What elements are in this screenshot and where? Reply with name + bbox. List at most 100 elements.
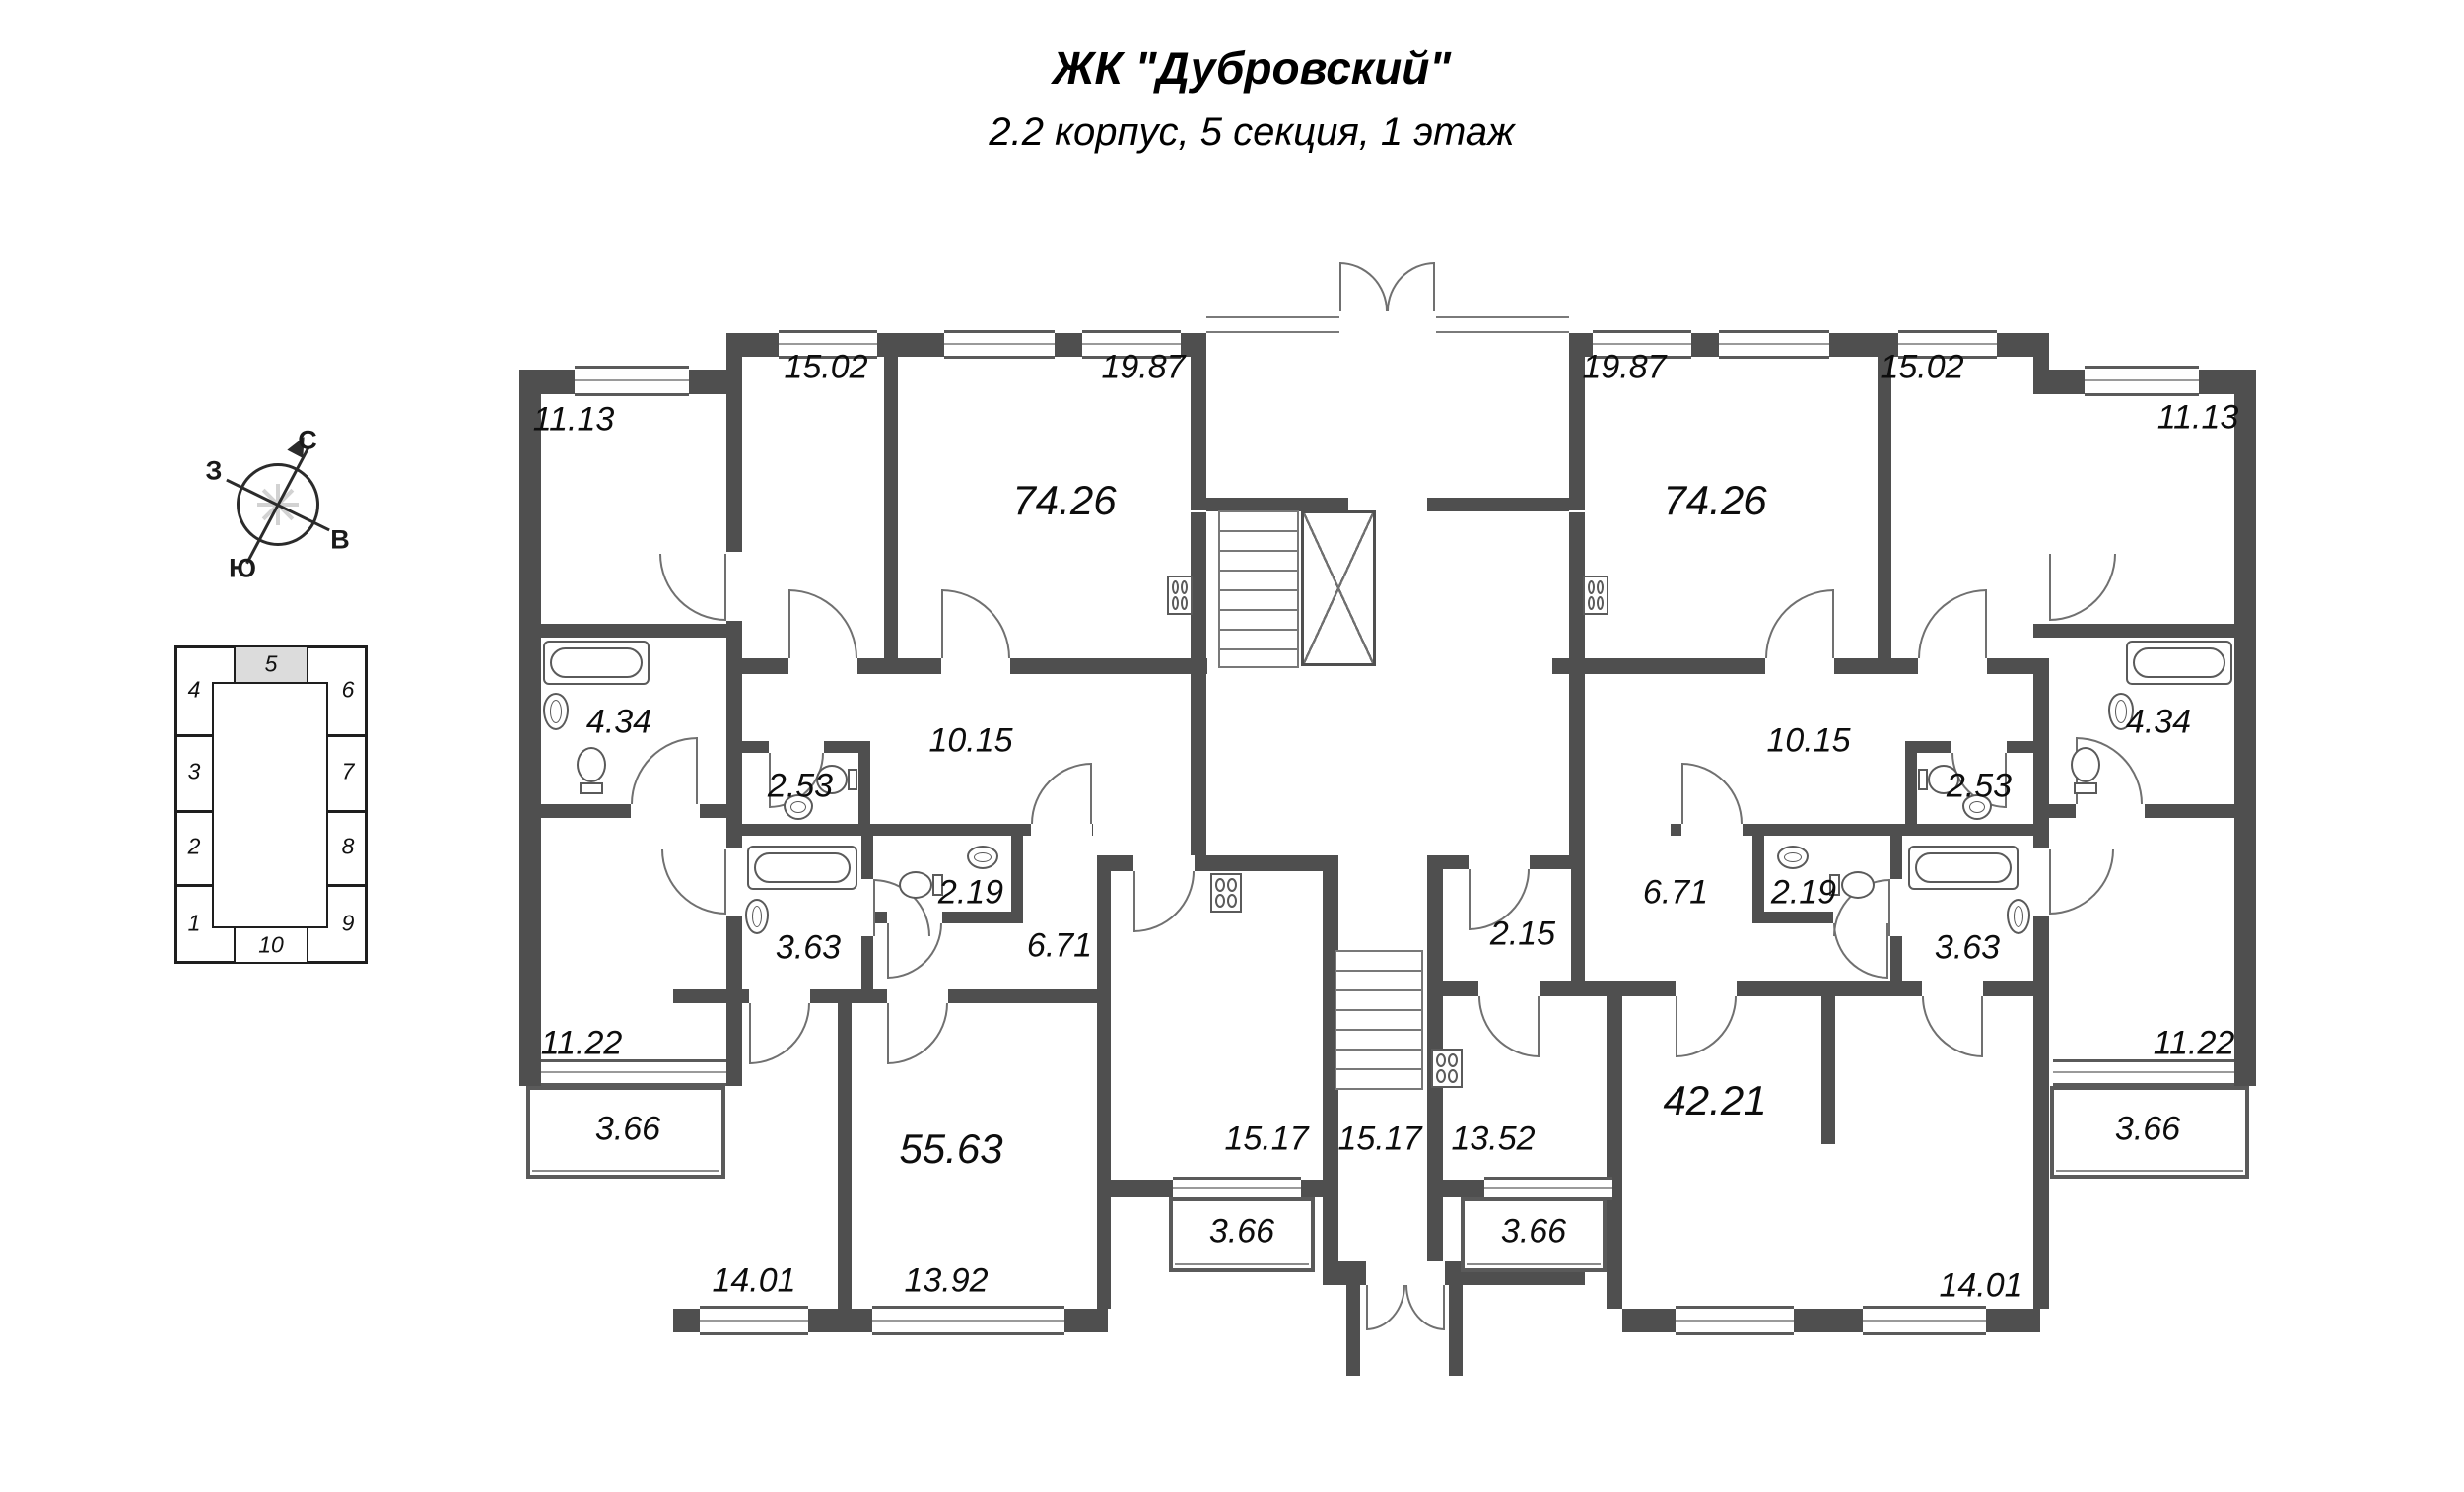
room-label-15.02-left: 15.02 (784, 348, 868, 386)
room-label-2.15-right: 2.15 (1489, 915, 1556, 953)
door-gap (2076, 804, 2145, 818)
balcony-label-3.66-right: 3.66 (2114, 1110, 2181, 1148)
wall (1346, 1285, 1360, 1376)
door-arc (1031, 763, 1092, 824)
key-plan-num-10: 10 (258, 931, 284, 958)
room-label-15.02-right: 15.02 (1880, 348, 1964, 386)
window (541, 1059, 726, 1086)
key-plan-divider (174, 734, 214, 737)
window (2085, 366, 2199, 396)
door-gap (1478, 981, 1540, 996)
door-arc (1918, 589, 1987, 658)
door-gap (887, 989, 948, 1003)
window (2053, 1059, 2234, 1086)
door-arc (631, 737, 698, 804)
balcony (526, 1086, 725, 1179)
wall (1191, 512, 1206, 867)
wall (1878, 333, 1891, 658)
apartment-total-74.26-left: 74.26 (1012, 477, 1117, 523)
toilet (1829, 871, 1875, 899)
entrance-door-leaf (1366, 1285, 1405, 1330)
door-gap (726, 848, 742, 916)
door-gap (788, 658, 857, 674)
door-arc (1676, 996, 1737, 1057)
stove (1583, 576, 1608, 615)
wall (2033, 624, 2256, 638)
wall (2033, 804, 2256, 818)
wall (519, 624, 742, 638)
door-gap (1348, 498, 1427, 511)
door-gap (749, 989, 810, 1003)
key-plan-cell-5 (234, 645, 308, 684)
key-plan-divider (328, 734, 368, 737)
wall (2033, 1059, 2049, 1086)
wall (519, 1059, 541, 1086)
wall (1191, 333, 1206, 510)
entrance-door-leaf (1405, 1285, 1445, 1330)
compass-east-label: В (330, 524, 350, 555)
toilet (899, 871, 944, 899)
sink (2007, 899, 2030, 934)
window (1082, 330, 1181, 359)
room-label-2.53-right: 2.53 (1946, 767, 2013, 805)
apartment-total-74.26-right: 74.26 (1663, 477, 1767, 523)
entrance-glazing (1206, 316, 1339, 333)
window (1863, 1306, 1986, 1335)
bathtub (2126, 641, 2232, 685)
room-label-6.71-right: 6.71 (1642, 873, 1709, 912)
apartment-total-55.63-left: 55.63 (899, 1125, 1003, 1172)
key-plan-num-9: 9 (341, 910, 355, 936)
window (1676, 1306, 1794, 1335)
key-plan-num-7: 7 (341, 758, 355, 784)
room-label-3.63-left: 3.63 (775, 928, 842, 967)
bathtub (747, 846, 857, 890)
room-label-10.15-left: 10.15 (928, 721, 1013, 760)
room-label-11.13-right: 11.13 (2156, 398, 2239, 437)
door-gap (1765, 658, 1834, 674)
room-label-11.22-right: 11.22 (2153, 1024, 2235, 1062)
room-label-6.71-left: 6.71 (1026, 926, 1093, 965)
room-label-13.92-left: 13.92 (904, 1261, 989, 1300)
sink (745, 899, 769, 934)
door-gap (1133, 855, 1195, 871)
wall (1571, 855, 1585, 994)
stove (1210, 873, 1242, 913)
door-gap (1918, 658, 1987, 674)
room-label-3.63-right: 3.63 (1934, 928, 2001, 967)
room-label-15.17-stair-hall: 15.17 (1337, 1119, 1422, 1158)
wall (1607, 996, 1622, 1309)
window (944, 330, 1055, 359)
sink (1777, 846, 1809, 869)
sink (784, 794, 813, 820)
entrance-door-leaf (1387, 262, 1435, 311)
compass-south-label: Ю (229, 553, 256, 583)
wall (1569, 512, 1585, 867)
door-arc (941, 589, 1010, 658)
stairs-upper-flight (1218, 510, 1299, 668)
room-label-11.13-left: 11.13 (532, 400, 615, 439)
wall (884, 333, 898, 658)
door-gap (1469, 855, 1530, 869)
wall (2234, 1059, 2256, 1086)
door-arc (1478, 996, 1540, 1057)
window (700, 1306, 808, 1335)
window (1719, 330, 1829, 359)
window (1593, 330, 1691, 359)
sink (967, 846, 998, 869)
wall (2234, 370, 2256, 1086)
room-label-14.01-right: 14.01 (1939, 1266, 2023, 1305)
door-arc (1133, 871, 1195, 932)
room-label-10.15-right: 10.15 (1766, 721, 1851, 760)
door-gap (1951, 741, 2007, 753)
compass-north-label: С (298, 425, 317, 455)
door-gap (1922, 981, 1983, 996)
door-arc (887, 1003, 948, 1064)
wall (2033, 1003, 2049, 1309)
wall (1011, 836, 1023, 923)
sink (543, 693, 569, 730)
door-gap (1366, 1261, 1445, 1285)
room-label-13.52-right: 13.52 (1451, 1119, 1536, 1158)
door-gap (726, 552, 742, 621)
key-plan-num-1: 1 (187, 910, 201, 936)
